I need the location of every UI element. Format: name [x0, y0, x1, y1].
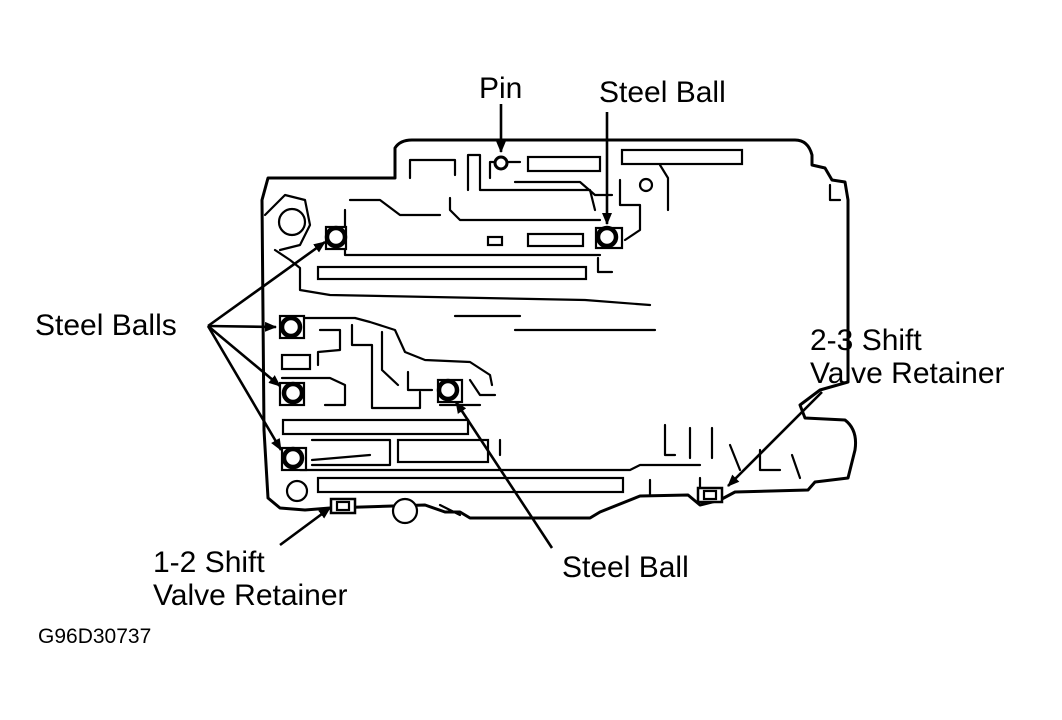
steel-ball-1	[324, 225, 348, 249]
label-shift-23-line2: Valve Retainer	[810, 357, 1005, 390]
upper-channels	[263, 148, 842, 307]
lower-channels	[281, 418, 802, 525]
steel-ball-top	[595, 225, 619, 249]
steel-ball-3	[281, 381, 305, 405]
label-steel-ball-bottom: Steel Ball	[562, 551, 689, 584]
pin	[493, 155, 509, 171]
steel-ball-4	[281, 446, 305, 470]
retainers	[329, 486, 724, 515]
steel-ball-2	[279, 315, 303, 339]
label-shift-23-line1: 2-3 Shift	[810, 324, 922, 357]
label-pin: Pin	[479, 72, 523, 105]
steel-ball-bottom	[436, 378, 460, 402]
label-shift-12-line2: Valve Retainer	[153, 579, 348, 612]
leader-lines	[206, 104, 823, 549]
steel-balls	[278, 225, 624, 472]
middle-channels	[280, 314, 657, 410]
label-steel-ball-top: Steel Ball	[599, 76, 726, 109]
figure-code: G96D30737	[38, 625, 152, 648]
label-steel-balls: Steel Balls	[35, 309, 177, 342]
label-shift-12-line1: 1-2 Shift	[153, 546, 265, 579]
